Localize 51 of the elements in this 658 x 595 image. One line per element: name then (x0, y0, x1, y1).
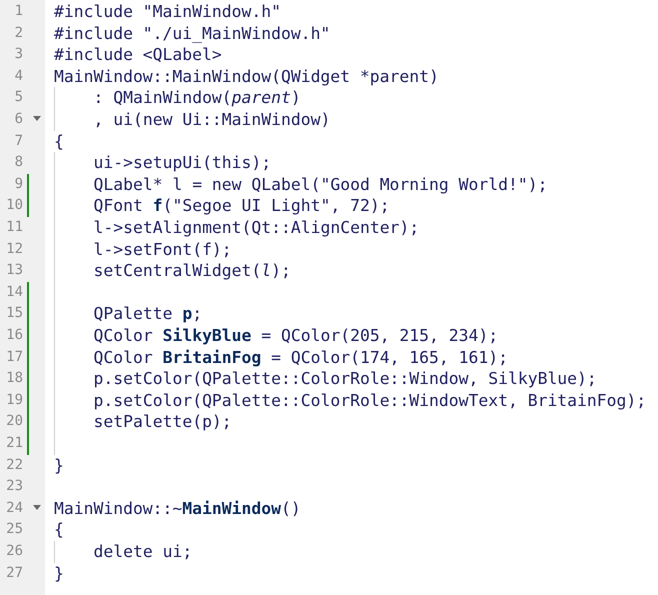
line-number: 22 (5, 456, 23, 475)
line-number: 13 (5, 261, 23, 280)
line-number: 10 (5, 196, 23, 216)
code-line: setPalette(p); (94, 411, 232, 433)
code-line: p.setColor(QPalette::ColorRole::WindowText, BritainFog); (94, 390, 646, 412)
line-number: 25 (5, 520, 23, 540)
line-number: 21 (5, 434, 23, 453)
code-line: { (54, 130, 64, 152)
line-number: 18 (5, 369, 23, 388)
code-line: QColor SilkyBlue = QColor(205, 215, 234); (94, 325, 498, 347)
code-line: : QMainWindow(parent) (94, 87, 301, 109)
line-number: 11 (5, 218, 23, 237)
line-number: 15 (5, 304, 23, 324)
code-line: MainWindow::~MainWindow() (54, 498, 301, 520)
code-line: { (54, 519, 64, 541)
line-number: 23 (5, 477, 23, 496)
code-line: setCentralWidget(l); (94, 260, 291, 282)
line-number: 12 (5, 240, 23, 259)
line-number: 4 (14, 66, 23, 86)
code-line: #include "./ui_MainWindow.h" (54, 22, 330, 44)
code-line: QColor BritainFog = QColor(174, 165, 161); (94, 346, 508, 368)
line-number: 5 (14, 88, 23, 108)
line-number: 3 (14, 45, 23, 64)
code-line: delete ui; (94, 541, 192, 563)
code-line: p.setColor(QPalette::ColorRole::Window, SilkyBlue); (94, 368, 597, 390)
line-number: 7 (14, 132, 23, 151)
code-line: } (54, 562, 64, 584)
code-line: QPalette p; (94, 303, 202, 325)
line-number: 19 (5, 390, 23, 410)
code-line: QFont f("Segoe UI Light", 72); (94, 195, 390, 217)
line-number: 26 (5, 542, 23, 561)
line-number: 1 (14, 2, 23, 21)
line-number: 2 (14, 24, 23, 43)
code-line: QLabel* l = new QLabel("Good Morning World!"); (94, 174, 548, 196)
code-line: #include "MainWindow.h" (54, 1, 281, 23)
code-line: l->setFont(f); (94, 238, 232, 260)
line-number: 9 (14, 174, 23, 194)
line-number: 6 (14, 110, 23, 129)
code-line: l->setAlignment(Qt::AlignCenter); (94, 217, 420, 239)
code-line: ui->setupUi(this); (94, 152, 272, 174)
line-number: 24 (5, 498, 23, 518)
line-number: 14 (5, 282, 23, 302)
line-number: 8 (14, 153, 23, 172)
code-line: MainWindow::MainWindow(QWidget *parent) (54, 66, 439, 88)
line-number: 27 (5, 564, 23, 583)
code-line: } (54, 454, 64, 476)
line-number: 16 (5, 326, 23, 345)
line-number: 17 (5, 348, 23, 367)
line-number: 20 (5, 412, 23, 432)
code-line: #include <QLabel> (54, 44, 222, 66)
code-line: , ui(new Ui::MainWindow) (94, 109, 330, 131)
